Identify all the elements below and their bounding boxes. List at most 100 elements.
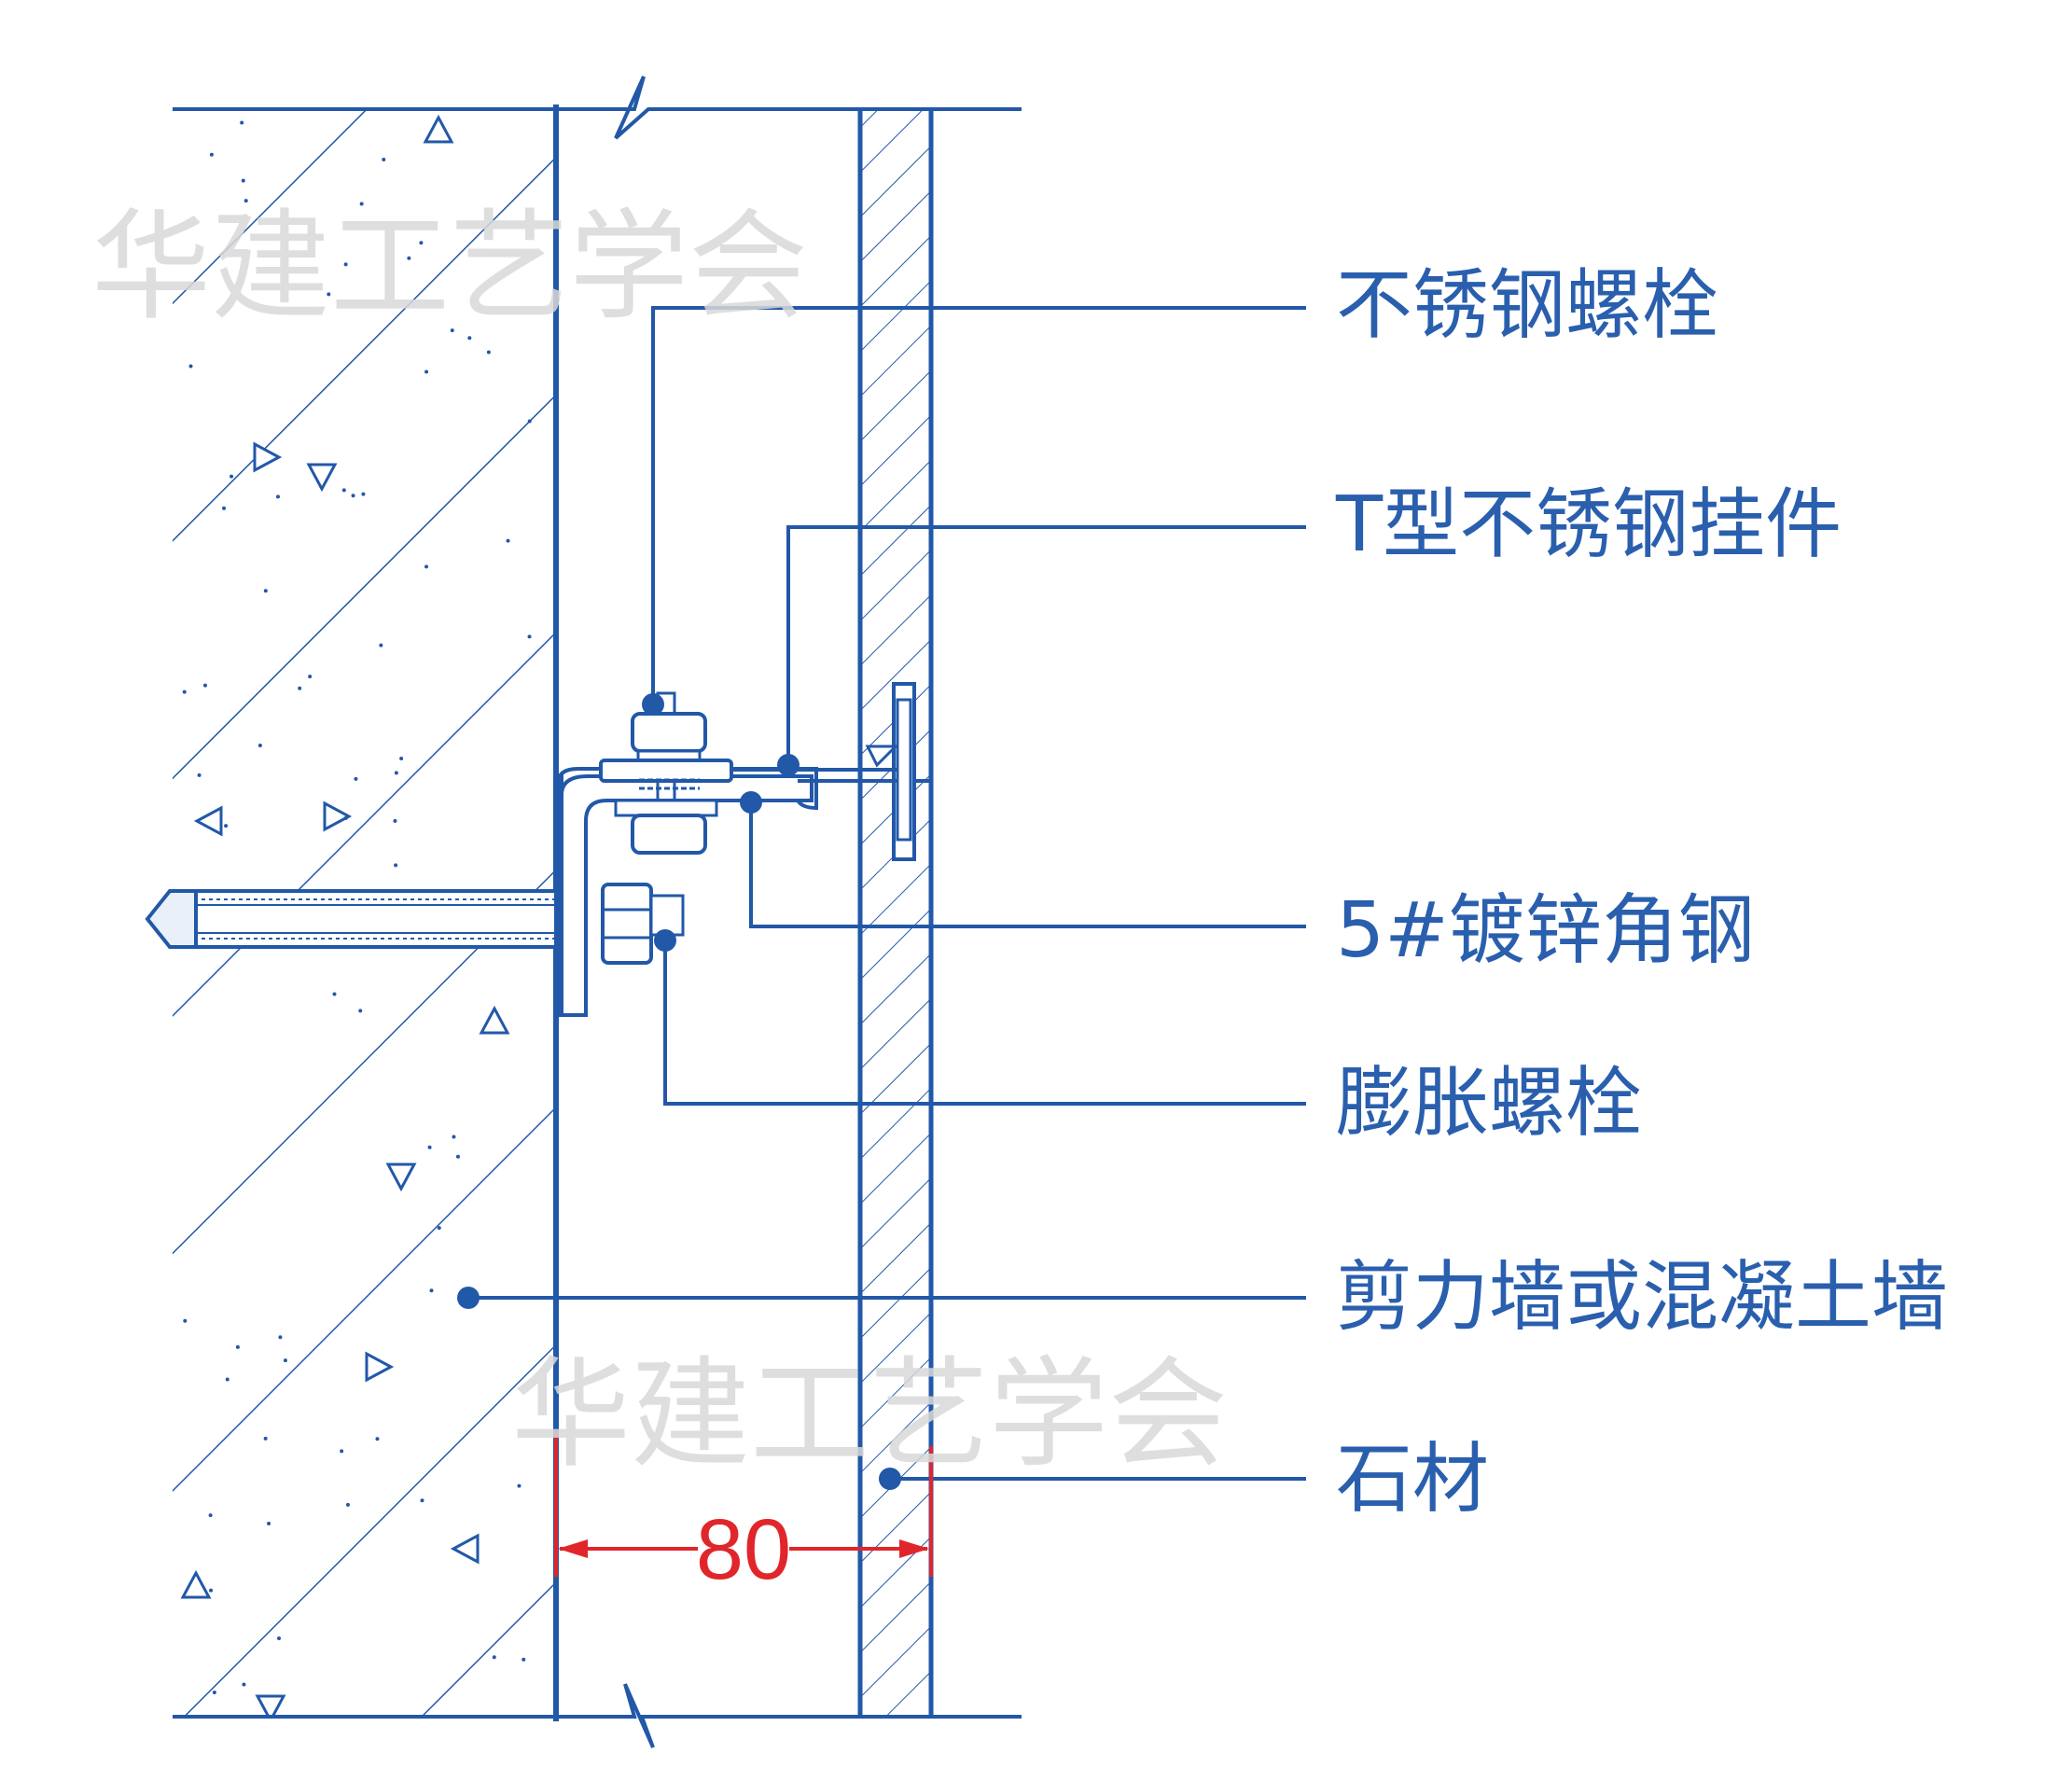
label-stone: 石材 [1336,1435,1489,1524]
break-lines [173,76,1022,1748]
aggregate-speck [399,756,404,760]
aggregate-speck [375,1437,380,1441]
aggregate-triangle [423,114,454,144]
aggregate-speck [212,1690,216,1694]
leader-dot-stone [879,1468,901,1490]
aggregate-speck [277,1636,282,1640]
aggregate-speck [455,1154,460,1159]
label-angle-steel: 5#镀锌角钢 [1336,886,1755,975]
t-hanger [731,698,912,842]
leader-dot-expansion-bolt [654,929,676,952]
aggregate-speck [407,256,411,260]
leader-dot-concrete-wall [457,1287,480,1309]
stainless-bolt-assembly [599,691,733,855]
leader-t-hanger [786,525,1306,765]
label-expansion-bolt: 膨胀螺栓 [1336,1059,1642,1148]
aggregate-speck [437,1226,441,1231]
aggregate-speck [521,1657,526,1662]
dimension-arrow-left [558,1539,588,1558]
aggregate-speck [183,1318,188,1323]
aggregate-speck [341,488,346,493]
aggregate-triangle [450,1533,480,1565]
aggregate-speck [332,992,337,996]
aggregate-speck [424,369,429,374]
aggregate-speck [225,1377,229,1382]
aggregate-speck [527,419,532,424]
aggregate-speck [209,152,214,157]
leader-expansion-bolt [663,940,1306,1106]
leader-dot-stainless-bolt [642,693,664,716]
label-concrete-wall: 剪力墙或混凝土墙 [1336,1253,1948,1342]
aggregate-triangle [365,1351,395,1383]
aggregate-speck [229,474,234,479]
aggregate-speck [240,120,244,125]
aggregate-speck [427,1145,432,1149]
top-break-line [173,76,1022,140]
aggregate-triangle [306,463,338,493]
aggregate-speck [343,262,348,267]
expansion-nut [601,883,653,965]
aggregate-speck [208,1513,213,1518]
bolt-nut-bottom [631,814,707,855]
watermark-top: 华建工艺学会 [91,198,808,337]
aggregate-speck [394,863,398,868]
aggregate-speck [308,675,313,679]
aggregate-triangle [479,1005,510,1035]
aggregate-speck [202,683,207,688]
aggregate-speck [224,824,229,828]
aggregate-speck [527,634,532,639]
aggregate-speck [492,1655,496,1660]
labels: 不锈钢螺栓 T型不锈钢挂件 5#镀锌角钢 膨胀螺栓 剪力墙或混凝土墙 石材 [1335,261,1948,1524]
expansion-bolt-nut [601,883,685,965]
bolt-washer-top [599,759,733,783]
aggregate-speck [275,494,280,499]
aggregate-speck [419,241,424,245]
bottom-break-line [173,1683,1022,1748]
aggregate-speck [343,815,348,820]
aggregate-speck [283,1358,287,1363]
aggregate-speck [243,199,248,203]
aggregate-speck [278,1335,283,1340]
aggregate-speck [420,1498,424,1503]
aggregate-speck [379,643,383,647]
aggregate-speck [351,494,355,498]
anchor-tip [145,889,198,949]
aggregate-speck [467,336,472,341]
aggregate-speck [361,492,366,496]
aggregate-speck [429,1288,434,1293]
aggregate-speck [241,178,245,183]
dimension-arrow-right [899,1539,929,1558]
aggregate-speck [382,157,386,161]
aggregate-triangle [255,1694,286,1717]
aggregate-speck [452,1135,456,1139]
aggregate-speck [506,538,510,543]
leader-lines [457,306,1306,1490]
label-t-hanger: T型不锈钢挂件 [1335,480,1842,569]
aggregate-triangle [323,801,353,832]
aggregate-speck [197,773,202,777]
leader-stainless-bolt [651,306,1306,704]
stone-hatch [860,109,931,1717]
aggregate-speck [222,506,227,510]
aggregate-triangle [253,441,283,473]
aggregate-speck [424,564,429,569]
aggregate-speck [340,1449,344,1454]
leader-dot-angle-steel [740,791,762,814]
leader-dot-t-hanger [777,754,800,776]
aggregate-speck [263,589,268,593]
watermark-bottom: 华建工艺学会 [511,1345,1228,1484]
aggregate-triangle [193,805,223,837]
aggregate-triangle [385,1162,417,1192]
aggregate-speck [263,1436,268,1441]
bolt-nut-top [631,712,707,753]
aggregate-speck [182,689,187,694]
t-hanger-blade [896,698,912,842]
expansion-bolt-anchor [145,889,558,949]
dimension-value: 80 [696,1502,791,1597]
aggregate-speck [257,744,262,748]
aggregate-speck [298,686,302,690]
watermarks: 华建工艺学会 华建工艺学会 [91,198,1228,1484]
aggregate-speck [267,1522,271,1526]
aggregate-speck [517,1483,521,1488]
